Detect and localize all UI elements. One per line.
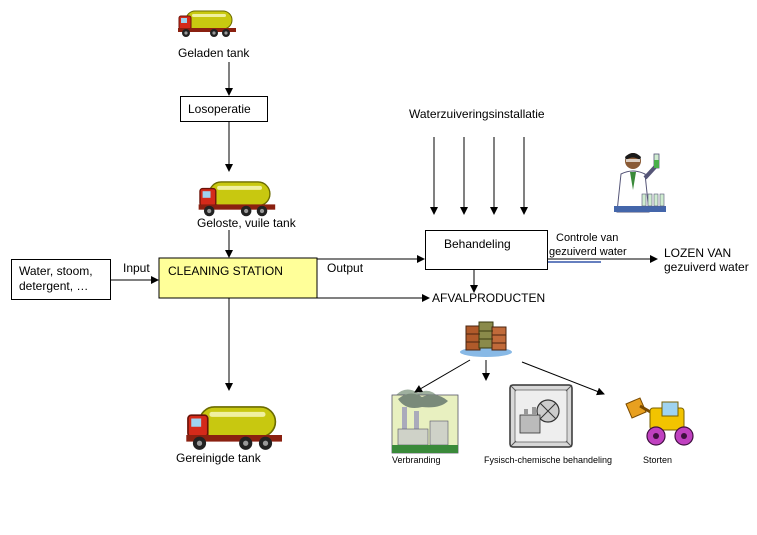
inputs-line-2: detergent, … bbox=[19, 279, 89, 293]
arrow-waste-to-incineration bbox=[414, 359, 471, 393]
treatment-plant-icon bbox=[509, 384, 573, 448]
dirty-tank-label: Geloste, vuile tank bbox=[197, 216, 296, 230]
input-label: Input bbox=[123, 261, 150, 275]
discharge-line-2: gezuiverd water bbox=[664, 260, 749, 274]
tanker-truck-icon bbox=[185, 406, 283, 451]
wwtp-label: Waterzuiveringsinstallatie bbox=[409, 107, 545, 121]
unloading-box: Losoperatie bbox=[180, 96, 268, 122]
bulldozer-loader-icon bbox=[625, 397, 694, 446]
inputs-line-1: Water, stoom, bbox=[19, 264, 93, 278]
control-line-2: gezuiverd water bbox=[549, 246, 627, 258]
cleaning-station-fill bbox=[158, 257, 318, 299]
physchem-label: Fysisch-chemische behandeling bbox=[484, 455, 613, 465]
cleaned-tank-label: Gereinigde tank bbox=[176, 451, 261, 465]
flow-arrows bbox=[111, 62, 658, 396]
output-label: Output bbox=[327, 261, 364, 275]
waste-barrels-icon bbox=[460, 321, 512, 357]
discharge-line-1: LOZEN VAN bbox=[664, 246, 732, 260]
incineration-label: Verbranding bbox=[392, 455, 441, 465]
control-label: Controle van gezuiverd water bbox=[549, 231, 627, 259]
arrow-waste-to-landfill bbox=[521, 361, 605, 396]
discharge-label: LOZEN VAN gezuiverd water bbox=[664, 246, 749, 274]
lab-scientist-icon bbox=[612, 150, 666, 216]
landfill-label: Storten bbox=[643, 455, 673, 465]
treatment-box: Behandeling bbox=[425, 230, 548, 270]
tanker-truck-icon bbox=[177, 10, 237, 38]
loaded-tank-label: Geladen tank bbox=[178, 46, 250, 60]
treatment-label: Behandeling bbox=[444, 237, 511, 251]
incinerator-factory-icon bbox=[391, 389, 459, 454]
cleaning-station-label: CLEANING STATION bbox=[168, 264, 283, 278]
inputs-box: Water, stoom, detergent, … bbox=[11, 259, 111, 300]
waste-label: AFVALPRODUCTEN bbox=[432, 291, 546, 305]
control-line-1: Controle van bbox=[556, 232, 619, 244]
tanker-truck-icon bbox=[197, 181, 276, 217]
unloading-label: Losoperatie bbox=[188, 102, 251, 116]
